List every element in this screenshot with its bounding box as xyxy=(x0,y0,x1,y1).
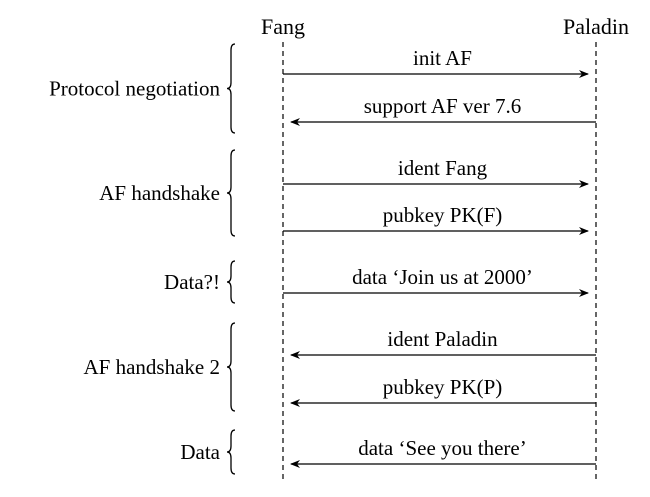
message-label: pubkey PK(P) xyxy=(383,375,503,399)
message-group: AF handshake 2 ident Paladin pubkey PK(P) xyxy=(84,322,596,412)
group-label: AF handshake 2 xyxy=(84,355,220,379)
message-label: pubkey PK(F) xyxy=(383,203,503,227)
message-label: data ‘Join us at 2000’ xyxy=(352,265,533,289)
message-group: Protocol negotiation init AF support AF ve… xyxy=(49,43,596,134)
group-brace xyxy=(226,322,236,412)
group-label: Protocol negotiation xyxy=(49,77,220,101)
message-label: support AF ver 7.6 xyxy=(364,94,522,118)
group-label: Data?! xyxy=(164,270,220,294)
group-brace xyxy=(226,260,236,304)
group-label: Data xyxy=(180,440,220,464)
message-groups: Protocol negotiation init AF support AF ve… xyxy=(49,43,596,475)
message-label: ident Paladin xyxy=(387,327,498,351)
group-label: AF handshake xyxy=(99,181,220,205)
participant-paladin-label: Paladin xyxy=(563,14,629,39)
message-label: data ‘See you there’ xyxy=(358,436,527,460)
group-brace xyxy=(226,43,236,134)
message-group: Data?! data ‘Join us at 2000’ xyxy=(164,260,589,304)
message-label: ident Fang xyxy=(398,156,488,180)
group-brace xyxy=(226,149,236,237)
group-brace xyxy=(226,429,236,475)
message-group: Data data ‘See you there’ xyxy=(180,429,596,475)
message-group: AF handshake ident Fang pubkey PK(F) xyxy=(99,149,589,237)
message-label: init AF xyxy=(413,46,472,70)
participant-fang-label: Fang xyxy=(261,14,305,39)
